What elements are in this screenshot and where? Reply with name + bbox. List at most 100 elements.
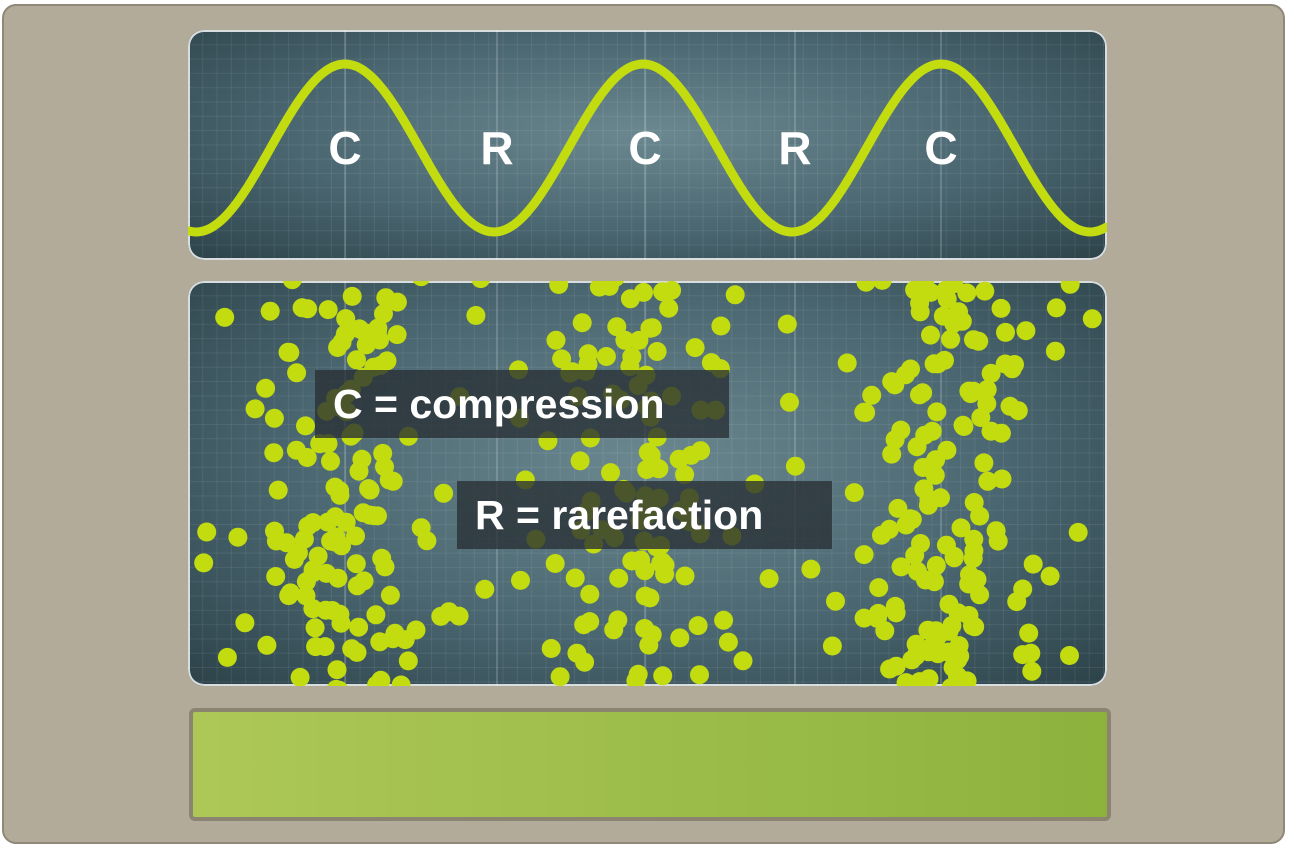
air-particle	[417, 531, 437, 551]
air-particle	[885, 596, 905, 616]
air-particle	[215, 307, 235, 327]
air-particle	[303, 560, 323, 580]
air-particle	[545, 554, 565, 573]
air-particle	[910, 302, 930, 322]
air-particle	[963, 616, 982, 636]
air-particle	[622, 551, 642, 571]
sound-wave-line	[188, 59, 1107, 237]
air-particle	[941, 329, 961, 349]
waveform-graph	[188, 30, 1107, 260]
air-particle	[915, 425, 935, 445]
waveform-display	[188, 30, 1107, 260]
air-particle	[290, 667, 310, 686]
air-particle	[856, 281, 876, 292]
air-particle	[349, 461, 369, 481]
air-particle	[991, 423, 1011, 443]
air-particle	[918, 495, 938, 515]
air-particle	[690, 665, 709, 685]
air-particle	[933, 306, 953, 326]
air-particle	[675, 566, 695, 586]
air-particle	[926, 556, 946, 575]
air-particle	[318, 434, 338, 454]
air-particle	[305, 618, 325, 638]
air-particle	[939, 621, 959, 641]
air-particle	[718, 632, 738, 652]
air-particle	[434, 483, 454, 503]
air-particle	[328, 338, 348, 357]
air-particle	[711, 316, 731, 336]
air-particle	[284, 549, 304, 569]
air-particle	[635, 561, 655, 581]
wave-label-compression-3: C	[924, 122, 958, 174]
air-particle	[628, 664, 648, 684]
air-particle	[952, 311, 972, 331]
air-particle	[634, 282, 653, 302]
wave-label-rarefaction-2: R	[778, 122, 812, 174]
air-particle	[927, 402, 947, 422]
air-particle	[854, 545, 874, 565]
air-particle	[941, 678, 961, 686]
air-particle	[596, 347, 616, 366]
legend-compression: C = compression	[315, 370, 729, 438]
air-particle	[629, 330, 649, 350]
air-particle	[801, 559, 821, 579]
air-particle	[675, 465, 695, 485]
air-particle	[759, 569, 779, 589]
air-particle	[565, 568, 585, 588]
air-particle	[280, 583, 300, 603]
air-particle	[868, 603, 888, 623]
particle-field	[194, 281, 1102, 686]
air-particle	[328, 568, 348, 588]
air-particle	[826, 591, 845, 611]
air-particle	[879, 519, 899, 539]
air-particle	[449, 606, 469, 626]
air-particle	[347, 350, 366, 370]
air-particle	[921, 638, 941, 658]
air-particle	[466, 306, 486, 325]
control-bar[interactable]	[189, 708, 1111, 821]
air-particle	[296, 586, 316, 606]
air-particle	[964, 330, 983, 350]
air-particle	[837, 353, 857, 373]
air-particle	[1045, 341, 1065, 361]
air-particle	[777, 314, 797, 334]
air-particle	[256, 378, 276, 398]
air-particle	[913, 458, 933, 477]
air-particle	[332, 536, 351, 556]
air-particle	[701, 353, 721, 373]
air-particle	[330, 481, 350, 501]
air-particle	[266, 531, 286, 551]
air-particle	[1060, 281, 1080, 294]
air-particle	[549, 281, 569, 294]
air-particle	[964, 541, 984, 561]
air-particle	[896, 515, 916, 535]
air-particle	[1023, 554, 1043, 574]
air-particle	[688, 616, 708, 636]
air-particle	[371, 670, 391, 686]
air-particle	[822, 636, 842, 656]
air-particle	[971, 408, 991, 427]
air-particle	[647, 342, 667, 361]
air-particle	[278, 342, 298, 362]
air-particle	[975, 281, 995, 301]
air-particle	[353, 503, 373, 523]
air-particle	[541, 639, 561, 658]
legend-rarefaction: R = rarefaction	[457, 481, 832, 549]
air-particle	[194, 553, 214, 573]
air-particle	[354, 571, 374, 591]
air-particle	[475, 579, 495, 599]
air-particle	[953, 415, 973, 435]
air-particle	[649, 459, 669, 479]
air-particle	[916, 570, 935, 590]
air-particle	[356, 323, 376, 343]
air-particle	[967, 569, 987, 589]
air-particle	[599, 281, 619, 296]
air-particle	[609, 568, 629, 588]
air-particle	[844, 483, 864, 503]
air-particle	[286, 440, 306, 460]
air-particle	[681, 445, 701, 465]
air-particle	[988, 531, 1008, 551]
air-particle	[862, 385, 882, 405]
air-particle	[570, 451, 590, 471]
air-particle	[854, 402, 874, 422]
